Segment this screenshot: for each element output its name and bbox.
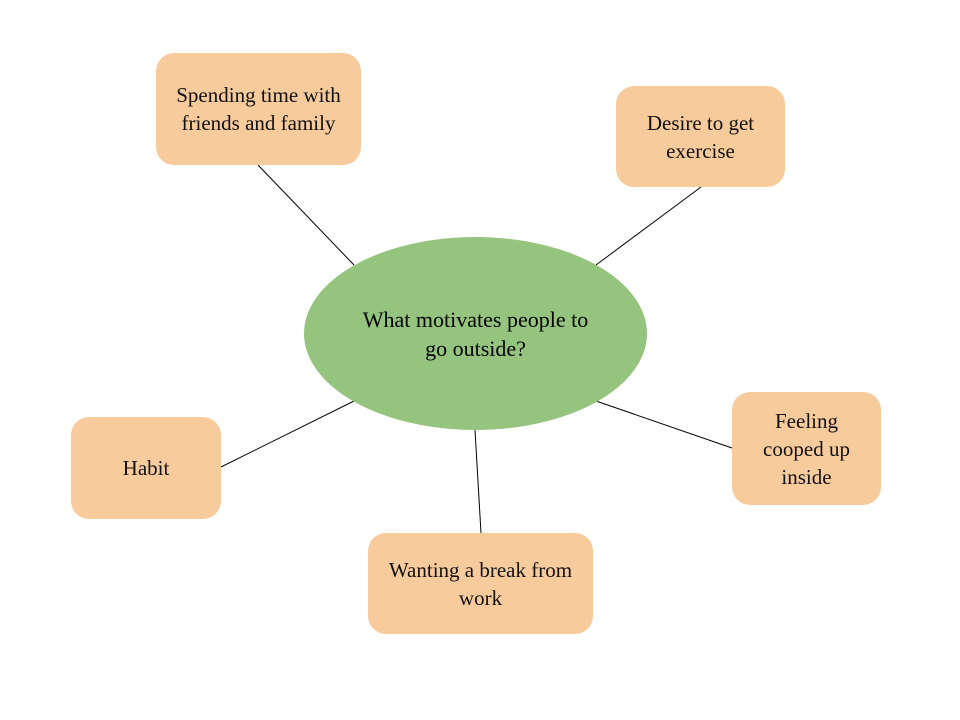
node-label: Desire to get exercise [646, 110, 755, 163]
node-break-from-work: Wanting a break from work [368, 533, 593, 634]
node-label: Wanting a break from work [388, 557, 573, 610]
node-label: Habit [122, 456, 170, 480]
node-label: Feeling cooped up inside [763, 408, 850, 489]
edge-cooped [595, 400, 733, 449]
edge-exercise [595, 186, 702, 266]
edge-habit [220, 400, 355, 468]
edge-friends [257, 164, 355, 266]
node-label: Spending time with friends and family [176, 83, 341, 135]
edge-break [474, 429, 482, 534]
central-topic: What motivates people to go outside? [304, 237, 647, 430]
central-topic-label: What motivates people to go outside? [362, 306, 589, 361]
node-habit: Habit [71, 417, 221, 519]
node-friends-family: Spending time with friends and family [156, 53, 361, 165]
node-exercise: Desire to get exercise [616, 86, 785, 187]
node-cooped-up: Feeling cooped up inside [732, 392, 881, 505]
